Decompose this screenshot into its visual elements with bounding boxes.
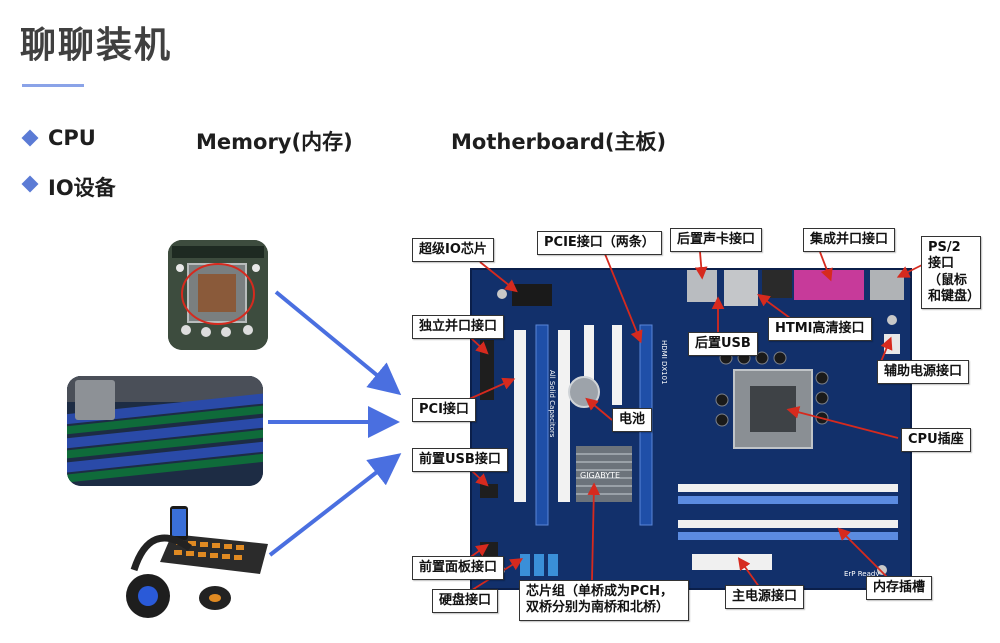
- label-rear-usb: 后置USB: [688, 332, 758, 357]
- label-hdd-port: 硬盘接口: [432, 589, 499, 614]
- term-motherboard: Motherboard(主板): [451, 130, 667, 154]
- label-pci-slot: PCI接口: [412, 398, 476, 423]
- label-rear-audio: 后置声卡接口: [670, 228, 763, 253]
- label-independent-parallel: 独立并口接口: [412, 315, 505, 340]
- label-aux-power: 辅助电源接口: [877, 360, 970, 385]
- term-io-devices: IO设备: [48, 176, 116, 200]
- label-front-panel: 前置面板接口: [412, 556, 505, 581]
- label-memory-slot: 内存插槽: [866, 576, 933, 601]
- arrow-cpu: [274, 290, 402, 396]
- label-integrated-parallel: 集成并口接口: [803, 228, 896, 253]
- capacitor-silkscreen: All Solid Capacitors: [548, 370, 556, 438]
- label-front-usb: 前置USB接口: [412, 448, 508, 473]
- label-pcie-slots: PCIE接口（两条）: [537, 231, 662, 256]
- title-underline: [22, 84, 84, 87]
- cpu-socket-photo: [168, 240, 268, 350]
- label-ps2-port: PS/2 接口（鼠标和键盘）: [921, 236, 981, 309]
- label-battery: 电池: [612, 408, 653, 433]
- memory-slots-photo: [67, 376, 263, 486]
- label-hdmi-port: HTMI高清接口: [768, 317, 872, 342]
- erp-silkscreen: ErP Ready: [844, 570, 879, 578]
- label-cpu-socket: CPU插座: [901, 428, 971, 453]
- arrow-io: [268, 453, 402, 557]
- label-super-io-chip: 超级IO芯片: [412, 238, 494, 263]
- label-chipset: 芯片组（单桥成为PCH，双桥分别为南桥和北桥）: [519, 580, 689, 621]
- keyboard-headset-phone-photo: [120, 500, 270, 620]
- label-main-power: 主电源接口: [725, 585, 805, 610]
- page-title: 聊聊装机: [20, 25, 173, 66]
- brand-silkscreen: GIGABYTE: [580, 471, 620, 480]
- term-memory: Memory(内存): [196, 130, 353, 154]
- term-cpu: CPU: [48, 126, 96, 150]
- model-silkscreen: HDMI DX101: [660, 340, 668, 385]
